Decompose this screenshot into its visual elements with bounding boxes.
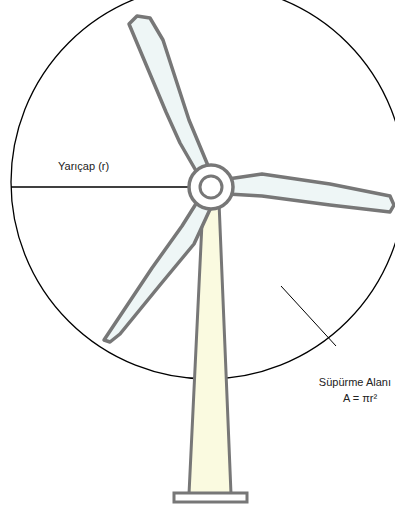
area-formula: A = πr² xyxy=(343,392,377,406)
blade xyxy=(104,199,212,342)
swept-area-label: Süpürme Alanı xyxy=(319,376,391,390)
blade xyxy=(129,16,209,176)
blade xyxy=(228,174,394,212)
radius-line xyxy=(11,186,196,187)
hub-center xyxy=(200,176,222,198)
leader-line xyxy=(281,286,336,346)
radius-label: Yarıçap (r) xyxy=(58,160,109,174)
tower-base xyxy=(174,493,247,502)
hub xyxy=(189,165,233,209)
tower xyxy=(189,202,231,494)
